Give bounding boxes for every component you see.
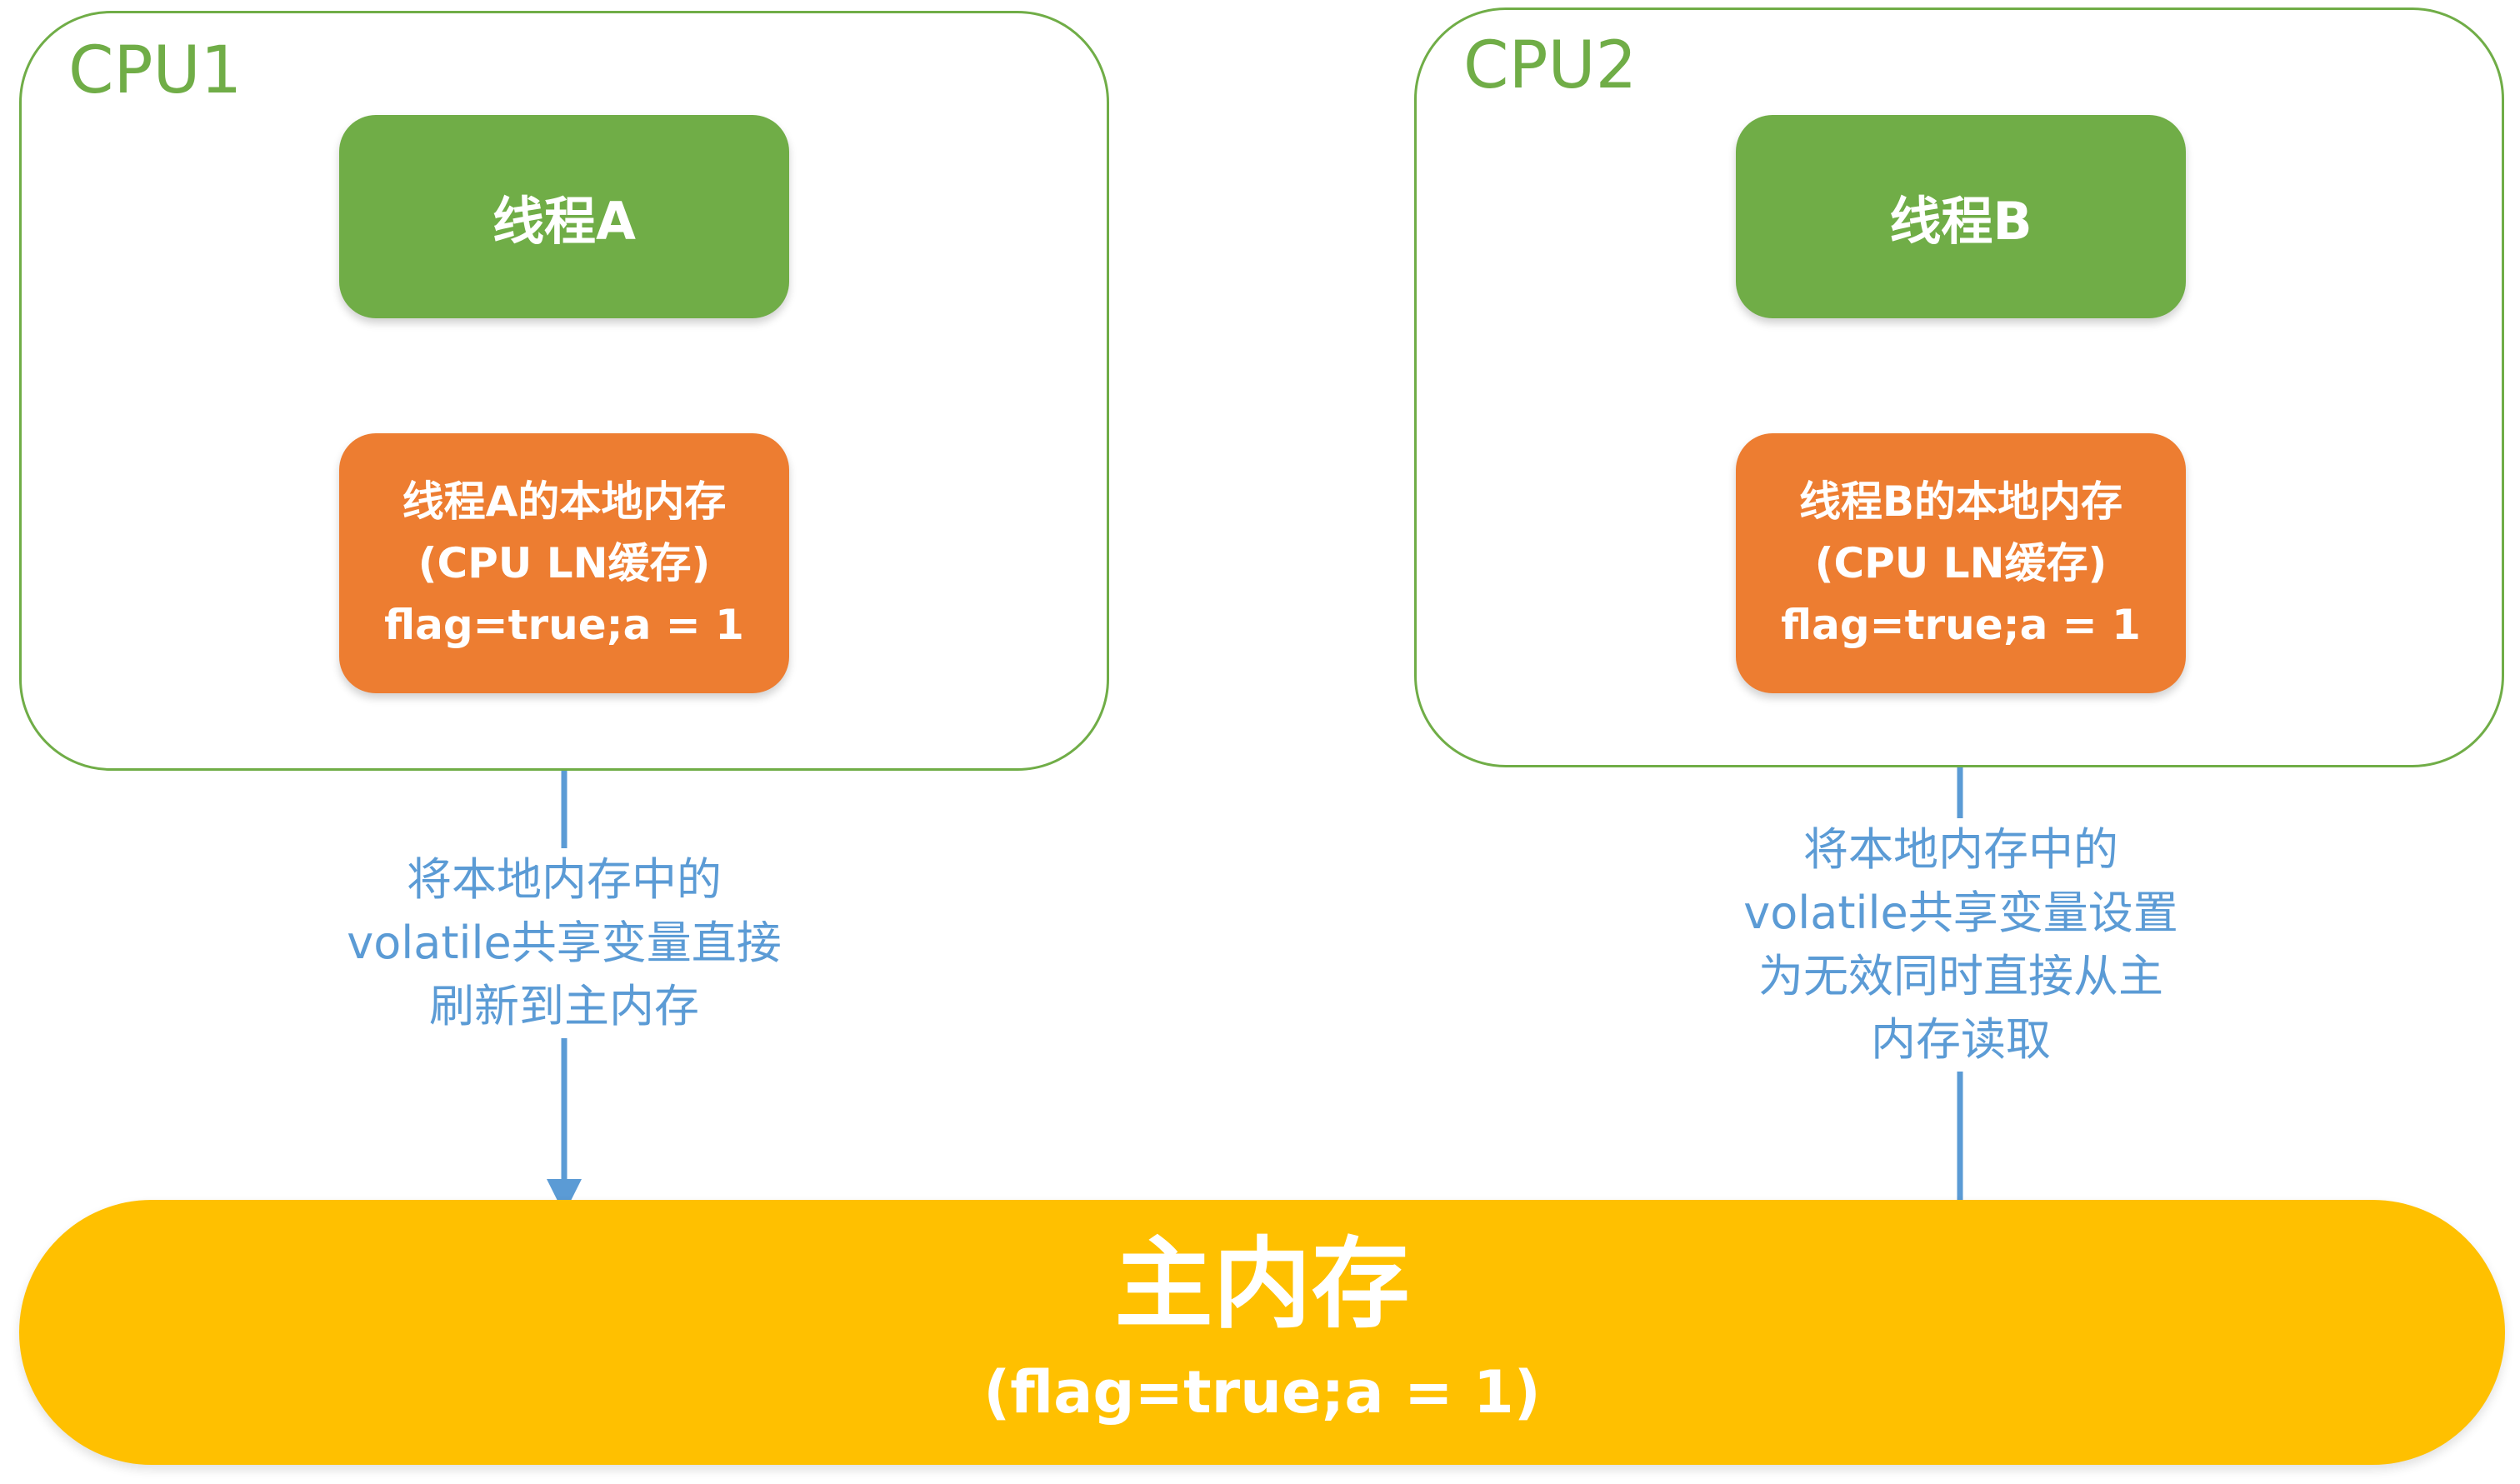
cpu2-label: CPU2 [1463, 28, 1638, 103]
cpu1-label: CPU1 [68, 33, 242, 108]
invalidate-note-line-1: 将本地内存中的 [1803, 823, 2118, 876]
invalidate-note-line-3: 为无效同时直接从主 [1758, 950, 2163, 1002]
thread-b-cache-level: (CPU LN缓存) [1814, 539, 2108, 587]
flush-note-line-3: 刷新到主内存 [429, 980, 699, 1032]
invalidate-note: 将本地内存中的 volatile共享变量设置 为无效同时直接从主 内存读取 [1736, 818, 2186, 1072]
thread-a-cache-values: flag=true;a = 1 [384, 601, 744, 649]
main-memory-title: 主内存 [1114, 1227, 1410, 1342]
invalidate-note-line-4: 内存读取 [1871, 1013, 2051, 1066]
thread-b-local-memory-title: 线程B的本地内存 [1798, 477, 2123, 526]
thread-b-box: 线程B [1736, 115, 2186, 318]
thread-a-box: 线程A [339, 115, 789, 318]
flush-note: 将本地内存中的 volatile共享变量直接 刷新到主内存 [337, 848, 792, 1038]
thread-a-cache-level: (CPU LN缓存) [418, 539, 711, 587]
main-memory-box: 主内存 (flag=true;a = 1) [19, 1200, 2505, 1465]
thread-a-local-memory-title: 线程A的本地内存 [402, 477, 727, 526]
main-memory-values: (flag=true;a = 1) [983, 1358, 1541, 1427]
thread-b-local-memory-box: 线程B的本地内存 (CPU LN缓存) flag=true;a = 1 [1736, 433, 2186, 693]
thread-b-cache-values: flag=true;a = 1 [1781, 601, 2141, 649]
thread-a-local-memory-box: 线程A的本地内存 (CPU LN缓存) flag=true;a = 1 [339, 433, 789, 693]
flush-note-line-2: volatile共享变量直接 [347, 917, 782, 969]
invalidate-note-line-2: volatile共享变量设置 [1743, 887, 2178, 939]
thread-a-label: 线程A [492, 191, 636, 252]
flush-note-line-1: 将本地内存中的 [407, 853, 722, 906]
thread-b-label: 线程B [1889, 191, 2032, 252]
